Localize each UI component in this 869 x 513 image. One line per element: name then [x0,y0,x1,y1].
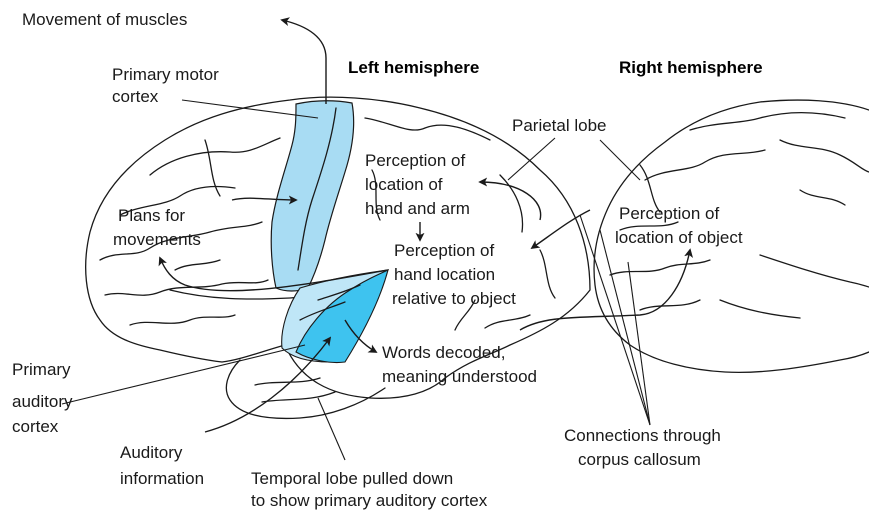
leader-temporal [318,398,345,460]
parietal-gyrus-6 [485,315,530,328]
leader-primary-auditory [62,345,305,404]
label-words-decoded: Words decoded, meaning understood [382,343,537,386]
right-gyrus-7 [640,300,700,310]
frontal-gyrus-7 [205,140,220,196]
label-perception-hand-arm: Perception of location of hand and arm [365,151,470,218]
label-temporal-lobe: Temporal lobe pulled down to show primar… [251,469,488,510]
leader-parietal-left [508,138,555,180]
leader-callosum-3 [628,262,650,425]
temporal-lobe-outline [226,360,385,418]
right-gyrus-6 [610,260,710,275]
label-perception-object: Perception of location of object [615,204,743,247]
label-auditory-information: Auditory information [120,443,204,488]
frontal-gyrus-1 [150,138,280,175]
right-gyrus-4 [800,190,845,205]
leader-callosum-2 [600,230,650,425]
right-gyrus-8 [760,255,869,287]
right-gyrus-3 [780,140,869,172]
parietal-gyrus-4 [540,250,555,298]
frontal-gyrus-6 [175,260,220,270]
label-plans-for-movements: Plans for movements [113,206,201,249]
leader-parietal-right [600,140,640,180]
header-left-hemisphere: Left hemisphere [348,58,479,77]
label-movement-of-muscles: Movement of muscles [22,10,187,29]
labels: Left hemisphere Right hemisphere Movemen… [12,10,763,510]
right-gyrus-1 [690,113,845,130]
right-gyrus-9 [720,300,800,318]
right-gyrus-2 [645,150,765,180]
label-perception-hand-location: Perception of hand location relative to … [392,241,516,308]
label-corpus-callosum: Connections through corpus callosum [564,426,726,469]
label-parietal-lobe: Parietal lobe [512,116,607,135]
header-right-hemisphere: Right hemisphere [619,58,763,77]
frontal-gyrus-5 [130,315,235,325]
parietal-gyrus-1 [365,118,490,140]
label-primary-auditory-cortex: Primary auditory cortex [12,360,77,436]
primary-motor-cortex-region [271,101,353,291]
arrow-motor-to-muscles [282,20,326,104]
label-primary-motor-cortex: Primary motor cortex [112,65,223,106]
